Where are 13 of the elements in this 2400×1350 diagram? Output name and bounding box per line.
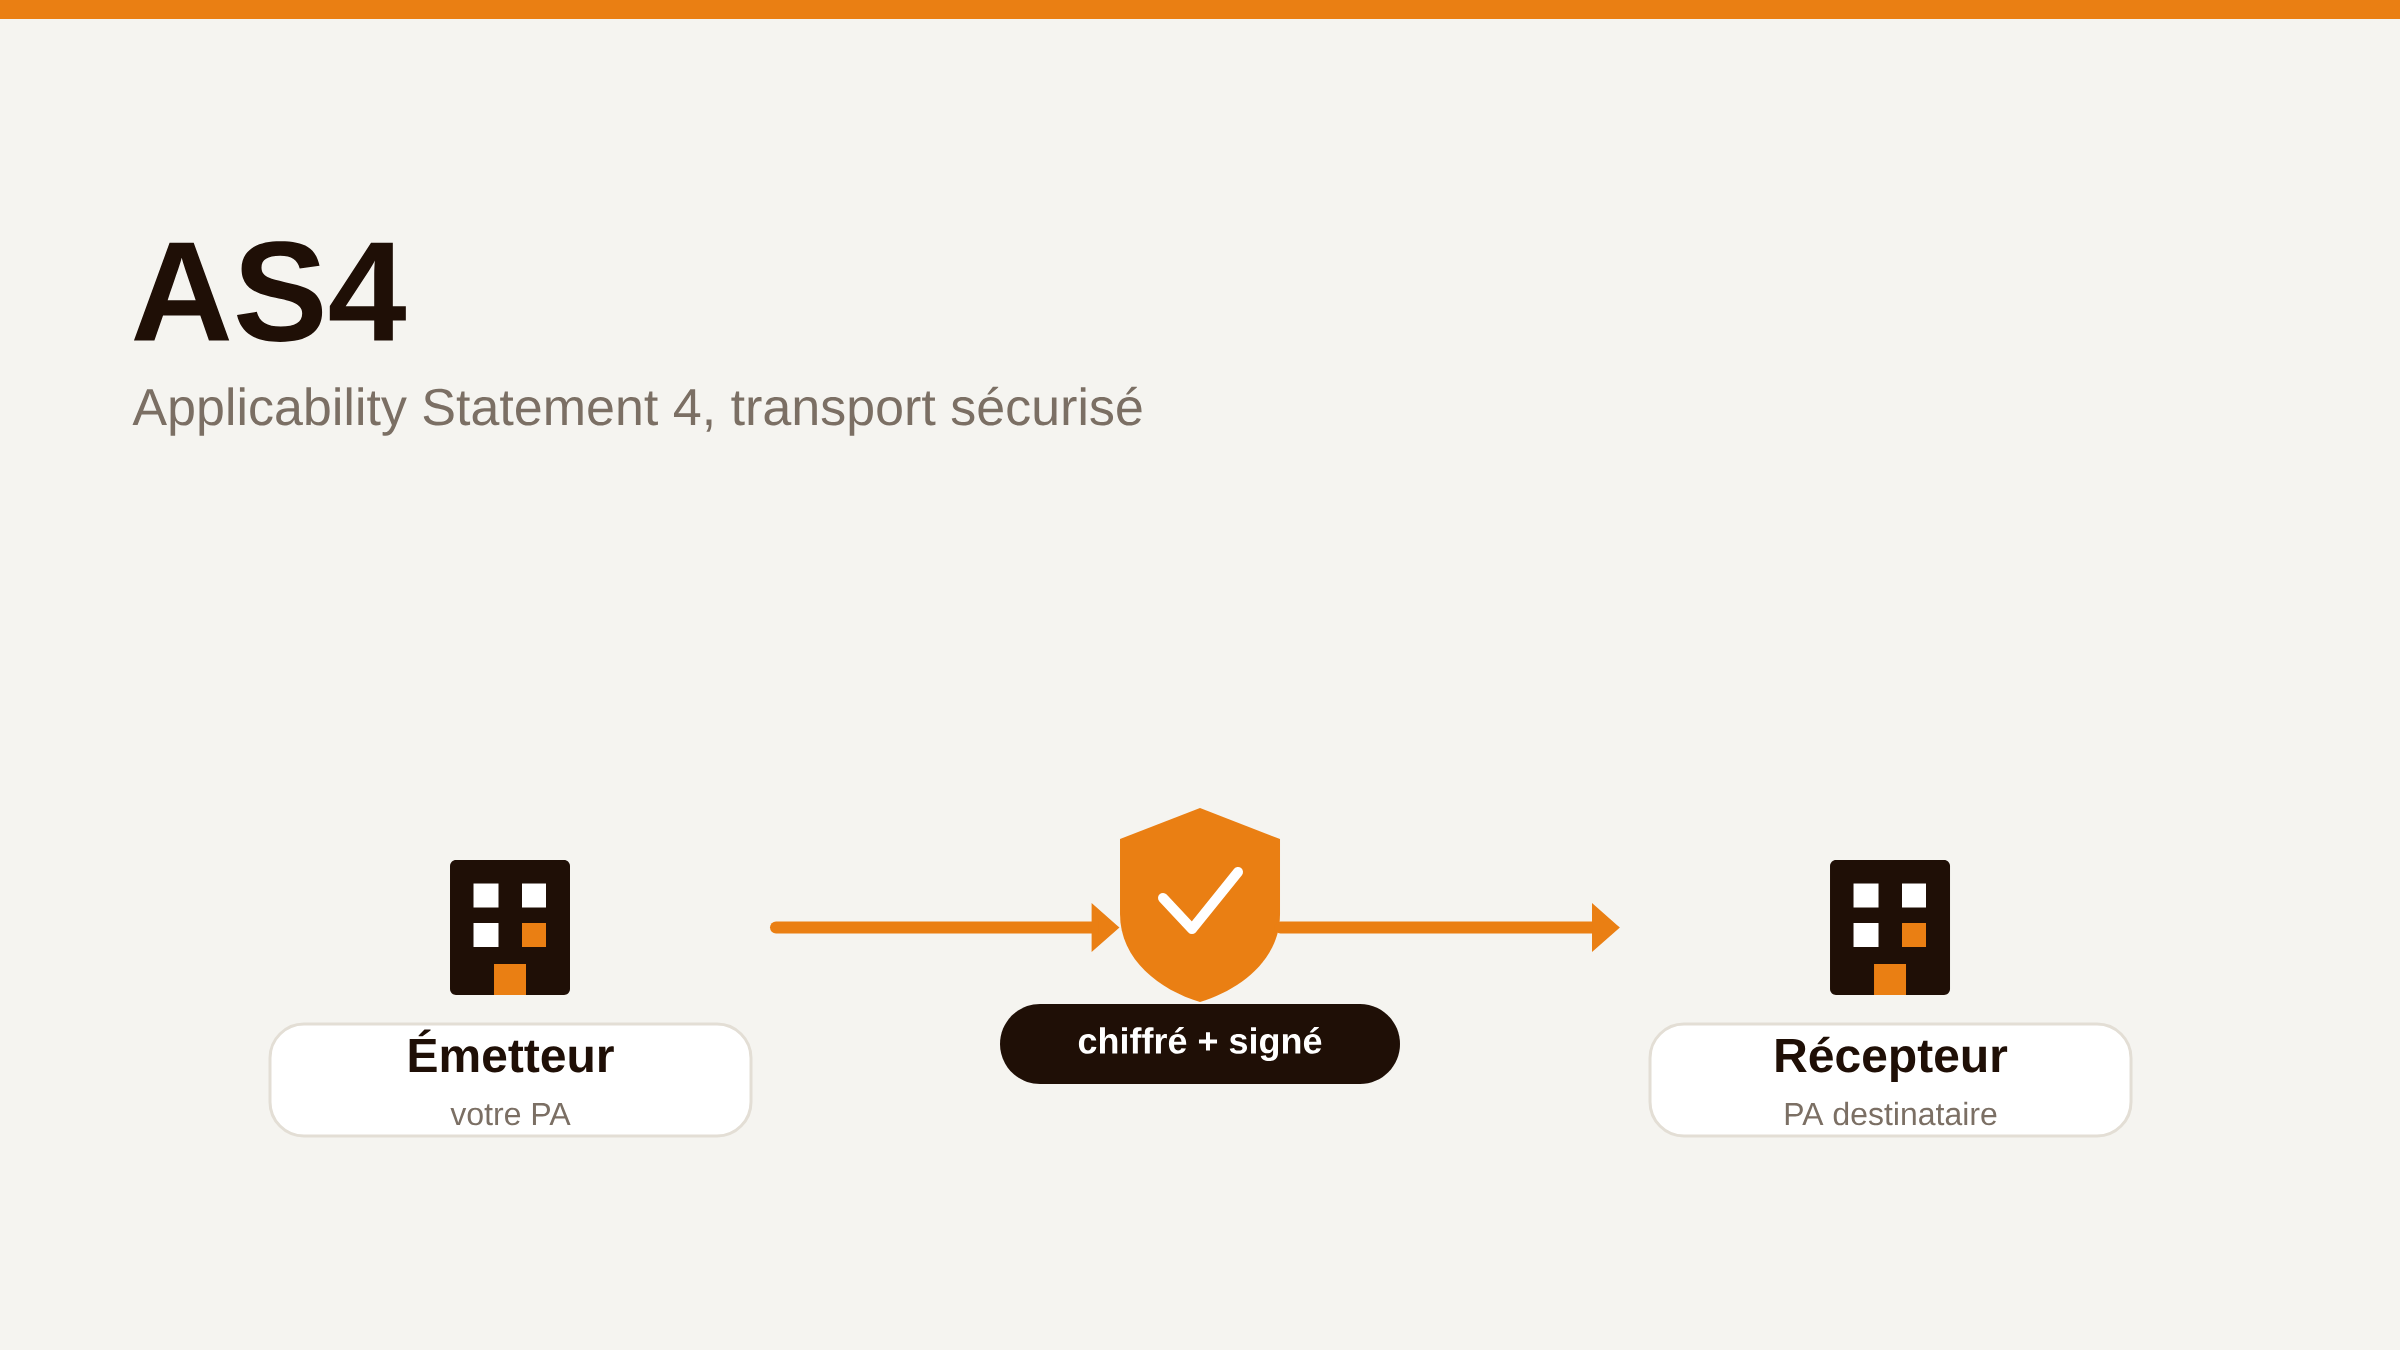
name-card	[268, 1022, 753, 1138]
top-bar	[0, 0, 2400, 19]
title: AS4	[133, 241, 406, 342]
card-subtitle: PA destinataire	[1785, 1101, 1997, 1126]
card-subtitle: votre PA	[450, 1103, 571, 1126]
name-card	[1648, 1022, 2133, 1138]
shield-icon	[1120, 808, 1280, 1002]
pill-label: chiffré + signé	[1000, 1004, 1400, 1084]
card-title: Émetteur	[409, 1029, 614, 1073]
building-icon	[1830, 860, 1950, 995]
subtitle: Applicability Statement 4, transport sécurisé	[132, 386, 1142, 436]
building-icon	[450, 860, 570, 995]
card-title: Récepteur	[1776, 1036, 2008, 1082]
